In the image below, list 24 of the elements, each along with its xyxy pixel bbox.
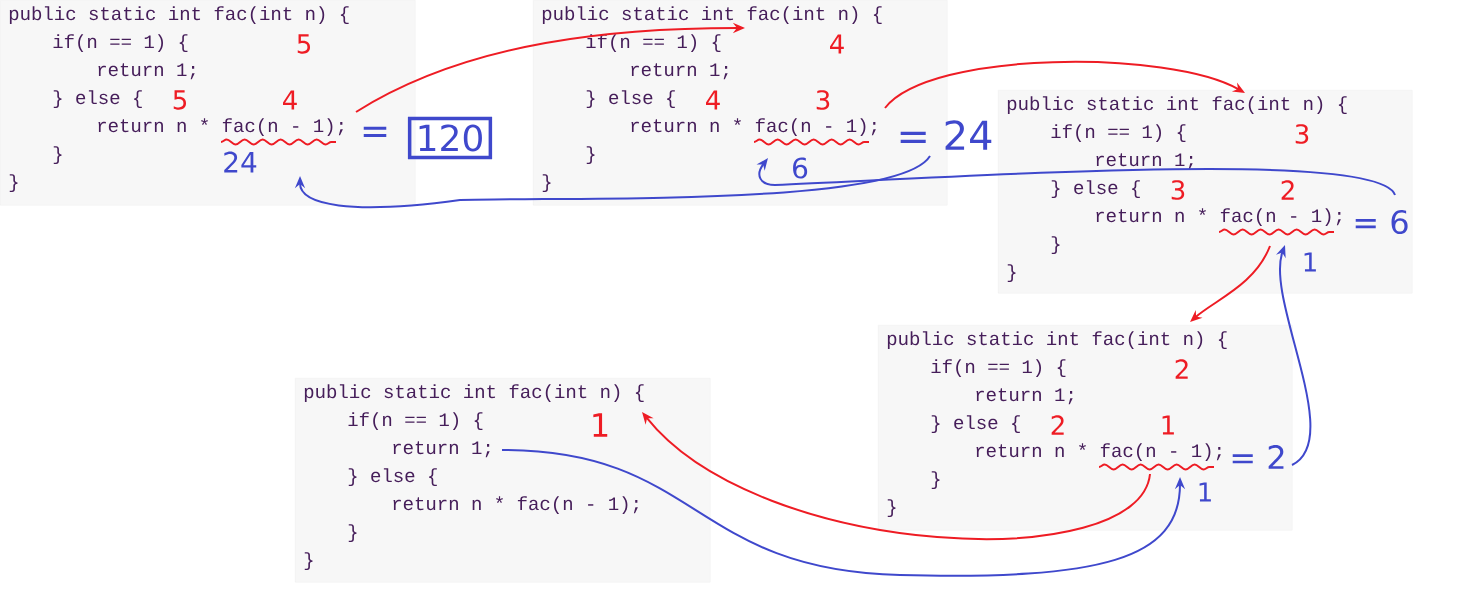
handwritten-number: 4	[706, 90, 720, 110]
handwritten-number: 4	[830, 34, 844, 54]
arrow	[294, 155, 931, 209]
arrow	[1190, 245, 1271, 322]
handwritten-number: 1	[1199, 482, 1211, 502]
handwritten-number: 2	[1051, 415, 1064, 435]
handwritten-number: 6	[793, 157, 808, 179]
handwritten-number: 24	[224, 151, 257, 173]
handwritten-number: = 6	[1355, 209, 1408, 235]
handwritten-number: = 24	[900, 120, 992, 150]
handwritten-number: 2	[1281, 180, 1294, 200]
handwritten-number: 5	[297, 34, 310, 54]
handwritten-number: 1	[1304, 252, 1316, 272]
handwritten-number: 1	[593, 413, 608, 437]
handwritten-number: 3	[1171, 180, 1185, 200]
boxed-result: 120	[407, 116, 493, 160]
handwritten-number: 4	[283, 90, 297, 110]
handwritten-number: 3	[1295, 124, 1309, 144]
handwritten-number: 2	[1175, 359, 1188, 379]
handwritten-number: 1	[1162, 415, 1174, 435]
handwritten-number: 3	[816, 90, 830, 110]
handwritten-number: =	[363, 126, 387, 137]
handwritten-number: 5	[173, 90, 186, 110]
handwritten-number: = 2	[1232, 445, 1284, 469]
